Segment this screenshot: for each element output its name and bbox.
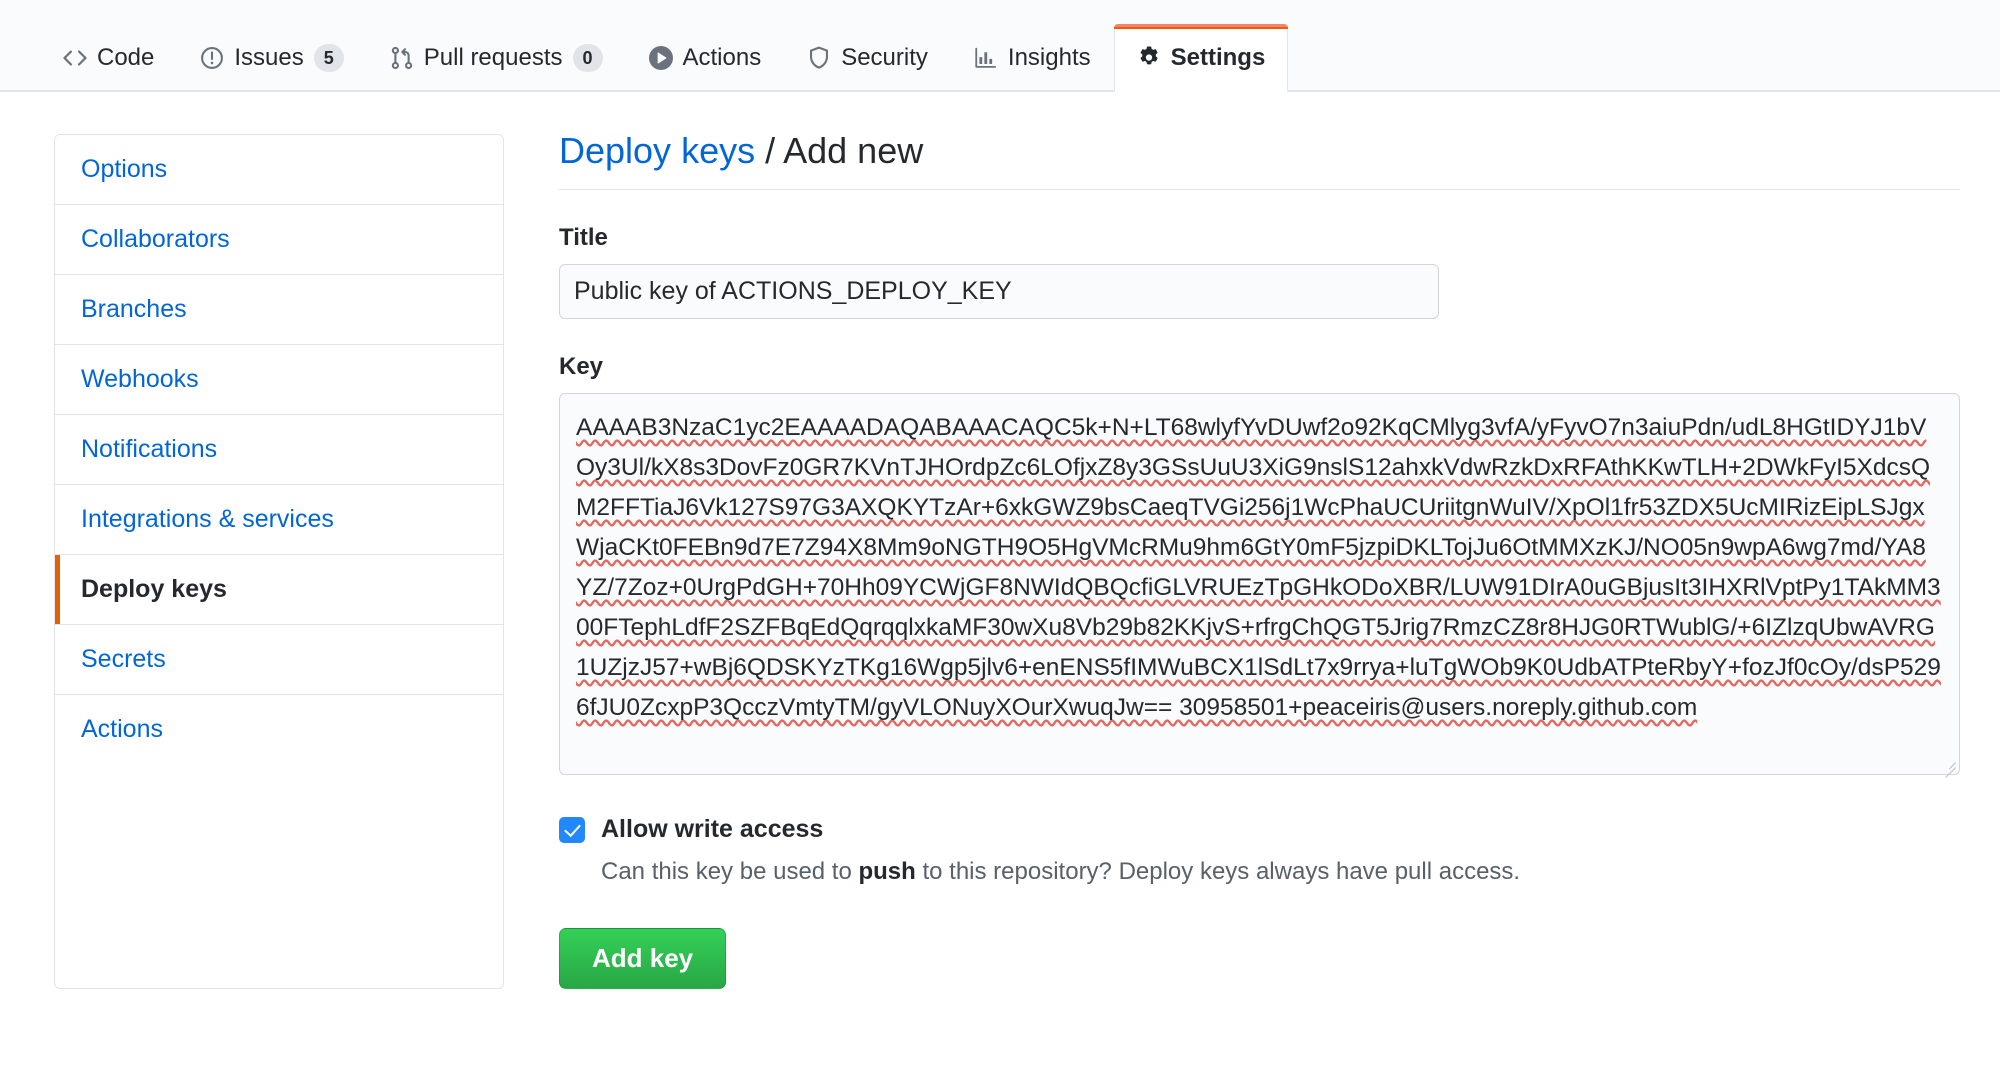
page-title: Deploy keys / Add new: [559, 128, 1960, 173]
tab-issues[interactable]: Issues 5: [177, 23, 366, 91]
note-after: to this repository? Deploy keys always h…: [915, 858, 1521, 885]
sidebar-item-secrets[interactable]: Secrets: [55, 625, 503, 695]
key-textarea[interactable]: AAAAB3NzaC1yc2EAAAADAQABAAACAQC5k+N+LT68…: [559, 393, 1960, 775]
note-before: Can this key be used to: [601, 858, 859, 885]
tab-label: Issues: [234, 43, 304, 71]
main-content: Deploy keys / Add new Title Key AAAAB3Nz…: [559, 120, 1960, 990]
allow-write-access-label[interactable]: Allow write access: [601, 815, 824, 843]
tab-security[interactable]: Security: [784, 23, 951, 91]
tab-label: Code: [97, 43, 155, 71]
key-form-group: Key AAAAB3NzaC1yc2EAAAADAQABAAACAQC5k+N+…: [559, 353, 1960, 778]
issue-icon: [200, 46, 224, 70]
key-label: Key: [559, 353, 604, 380]
tab-actions[interactable]: Actions: [626, 23, 785, 91]
shield-icon: [807, 46, 831, 70]
key-textarea-wrapper: AAAAB3NzaC1yc2EAAAADAQABAAACAQC5k+N+LT68…: [559, 393, 1960, 778]
breadcrumb-deploy-keys-link[interactable]: Deploy keys: [559, 130, 756, 171]
title-form-group: Title: [559, 224, 1960, 319]
git-pull-request-icon: [390, 46, 414, 70]
settings-page: Options Collaborators Branches Webhooks …: [0, 92, 2000, 990]
tab-label: Settings: [1170, 43, 1266, 71]
allow-write-access-group: Allow write access Can this key be used …: [559, 815, 1960, 890]
allow-write-access-checkbox[interactable]: [559, 816, 585, 843]
code-icon: [63, 46, 87, 70]
sidebar-item-collaborators[interactable]: Collaborators: [55, 205, 503, 275]
sidebar-item-webhooks[interactable]: Webhooks: [55, 345, 503, 415]
sidebar-item-deploy-keys[interactable]: Deploy keys: [55, 555, 503, 625]
tab-label: Security: [841, 43, 928, 71]
title-label: Title: [559, 224, 608, 251]
sidebar-item-branches[interactable]: Branches: [55, 275, 503, 345]
issues-counter: 5: [313, 43, 344, 72]
note-bold-push: push: [858, 858, 916, 885]
tab-label: Actions: [682, 43, 762, 71]
allow-write-access-note: Can this key be used to push to this rep…: [601, 854, 1960, 890]
allow-write-access-line: Allow write access: [559, 815, 1960, 844]
settings-sidebar: Options Collaborators Branches Webhooks …: [54, 134, 504, 990]
play-icon: [648, 45, 673, 70]
sidebar-item-notifications[interactable]: Notifications: [55, 415, 503, 485]
page-subhead: Deploy keys / Add new: [559, 128, 1960, 190]
gear-icon: [1137, 45, 1161, 70]
add-key-button[interactable]: Add key: [559, 928, 727, 990]
tab-insights[interactable]: Insights: [951, 23, 1114, 91]
graph-icon: [974, 46, 998, 70]
breadcrumb-current: Add new: [783, 130, 924, 171]
pull-requests-counter: 0: [572, 43, 603, 72]
textarea-resize-handle[interactable]: [1938, 753, 1956, 778]
repository-nav: Code Issues 5 Pull requests 0 Actions Se…: [0, 0, 2000, 92]
tab-pull-requests[interactable]: Pull requests 0: [367, 23, 626, 91]
title-input[interactable]: [559, 264, 1439, 319]
tab-label: Pull requests: [423, 43, 563, 71]
tab-label: Insights: [1007, 43, 1091, 71]
tab-code[interactable]: Code: [40, 23, 177, 91]
sidebar-item-integrations-services[interactable]: Integrations & services: [55, 485, 503, 555]
sidebar-item-actions[interactable]: Actions: [55, 695, 503, 764]
breadcrumb-separator: /: [755, 130, 784, 171]
tab-settings[interactable]: Settings: [1113, 24, 1289, 92]
sidebar-item-options[interactable]: Options: [55, 135, 503, 205]
